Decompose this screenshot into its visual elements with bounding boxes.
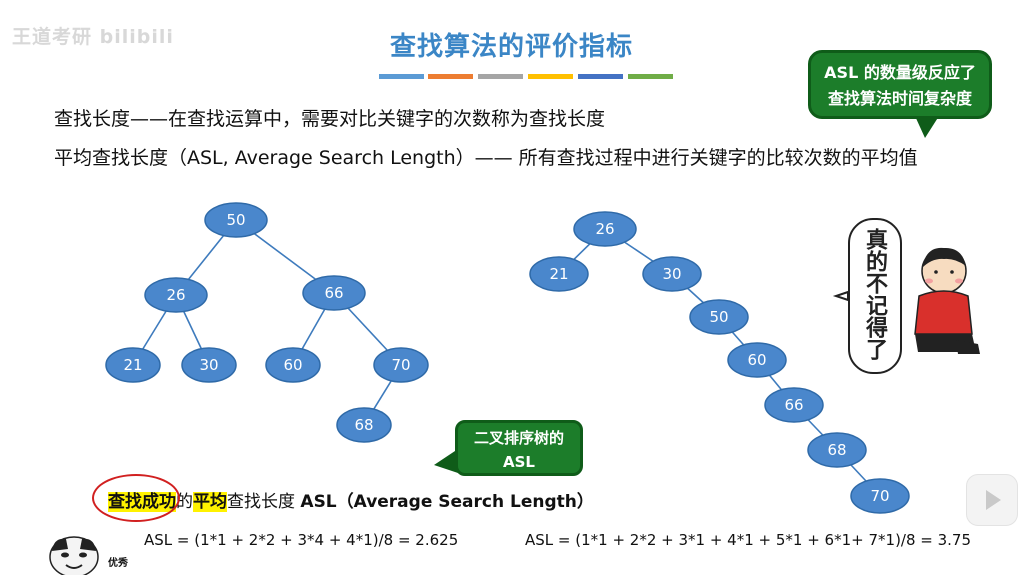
tree-node: 26 (145, 278, 207, 312)
node-label: 60 (283, 356, 302, 374)
node-label: 66 (324, 284, 343, 302)
node-label: 50 (226, 211, 245, 229)
speech-bubble-text: 真的不记得了 (858, 228, 888, 360)
node-label: 60 (747, 351, 766, 369)
callout-tail (434, 449, 458, 473)
tree-node: 21 (106, 348, 160, 382)
node-label: 26 (595, 220, 614, 238)
highlight-average: 平均 (193, 492, 227, 512)
callout-bst-line1: 二叉排序树的 (458, 426, 580, 450)
meme-face-icon (44, 531, 114, 575)
tree-node: 21 (530, 257, 588, 291)
tree-node: 50 (205, 203, 267, 237)
asl-heading-term: ASL（Average Search Length） (300, 492, 593, 512)
bubble-tail (836, 292, 848, 300)
callout-bst-asl: 二叉排序树的 ASL (455, 420, 583, 476)
asl-heading: 查找成功的平均查找长度 ASL（Average Search Length） (108, 487, 594, 512)
tree-node: 60 (728, 343, 786, 377)
formula-left: ASL = (1*1 + 2*2 + 3*4 + 4*1)/8 = 2.625 (144, 531, 458, 549)
node-label: 66 (784, 396, 803, 414)
callout-bst-line2: ASL (458, 450, 580, 474)
node-label: 70 (391, 356, 410, 374)
node-label: 68 (827, 441, 846, 459)
tree-node: 50 (690, 300, 748, 334)
tree-node: 68 (808, 433, 866, 467)
meme-label: 优秀 (108, 554, 128, 569)
node-label: 21 (549, 265, 568, 283)
play-icon (986, 490, 1001, 510)
red-circle-annotation (92, 474, 180, 522)
formula-right: ASL = (1*1 + 2*2 + 3*1 + 4*1 + 5*1 + 6*1… (525, 531, 971, 549)
node-label: 50 (709, 308, 728, 326)
play-button[interactable] (966, 474, 1018, 526)
asl-heading-text: 查找长度 (227, 492, 300, 512)
node-label: 26 (166, 286, 185, 304)
tree-node: 70 (851, 479, 909, 513)
tree-node: 66 (765, 388, 823, 422)
tree-node: 66 (303, 276, 365, 310)
left-bst: 50 26 66 21 30 60 70 68 (106, 203, 428, 442)
tree-node: 30 (643, 257, 701, 291)
tree-node: 60 (266, 348, 320, 382)
node-label: 21 (123, 356, 142, 374)
node-label: 30 (662, 265, 681, 283)
node-label: 30 (199, 356, 218, 374)
node-label: 68 (354, 416, 373, 434)
tree-node: 68 (337, 408, 391, 442)
node-label: 70 (870, 487, 889, 505)
tree-node: 70 (374, 348, 428, 382)
tree-node: 30 (182, 348, 236, 382)
tree-node: 26 (574, 212, 636, 246)
